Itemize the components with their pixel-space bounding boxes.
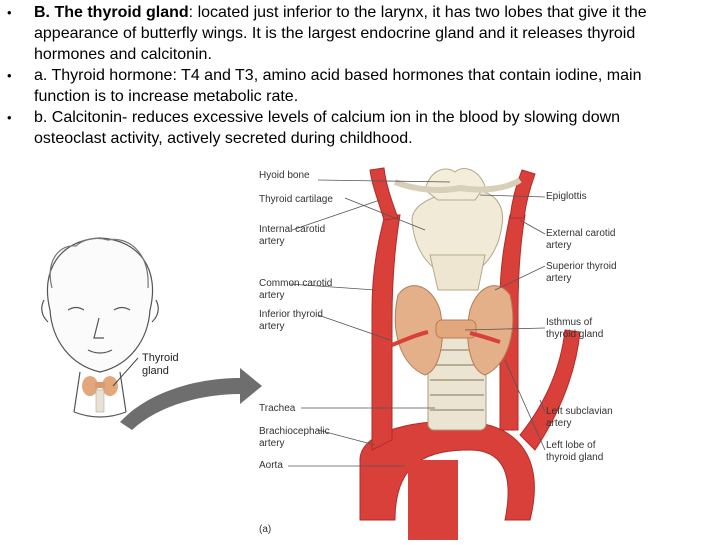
- label-inferior-thyroid-artery: Inferior thyroid artery: [259, 309, 323, 332]
- bullet-list: • B. The thyroid gland: located just inf…: [0, 2, 720, 149]
- label-left-lobe-of-thyroid-gland: Left lobe of thyroid gland: [546, 440, 604, 463]
- label-hyoid-bone: Hyoid bone: [259, 170, 310, 181]
- anatomy-illustration: [41, 167, 581, 540]
- label-external-carotid-artery: External carotid artery: [546, 228, 616, 251]
- bullet-marker: •: [7, 5, 12, 20]
- bullet-item-calcitonin: • b. Calcitonin- reduces excessive level…: [0, 107, 720, 149]
- bullet-item-thyroid-gland: • B. The thyroid gland: located just inf…: [0, 2, 720, 65]
- label-superior-thyroid-artery: Superior thyroid artery: [546, 261, 617, 284]
- head-label-leader: [112, 357, 139, 387]
- bullet-marker: •: [7, 110, 12, 125]
- label-epiglottis: Epiglottis: [546, 191, 587, 202]
- neck-anatomy: [359, 167, 581, 540]
- label-common-carotid-artery: Common carotid artery: [259, 278, 333, 301]
- label-thyroid-cartilage: Thyroid cartilage: [259, 194, 333, 205]
- label-internal-carotid-artery: Internal carotid artery: [259, 224, 326, 247]
- label-aorta: Aorta: [259, 460, 283, 471]
- label-brachiocephalic-artery: Brachiocephalic artery: [259, 426, 330, 449]
- head-thyroid-mini: [82, 376, 118, 413]
- label-left-subclavian-artery: Left subclavian artery: [546, 406, 613, 429]
- thyroid-anatomy-figure: Hyoid bone Thyroid cartilage Internal ca…: [0, 160, 720, 540]
- bullet-marker: •: [7, 68, 12, 83]
- label-isthmus-of-thyroid-gland: Isthmus of thyroid gland: [546, 317, 604, 340]
- arrow-icon: [120, 368, 262, 430]
- bullet-text: a. Thyroid hormone: T4 and T3, amino aci…: [34, 67, 642, 105]
- bullet-text: b. Calcitonin- reduces excessive levels …: [34, 109, 621, 147]
- label-trachea: Trachea: [259, 403, 296, 414]
- leader-lines: [288, 179, 546, 467]
- label-head-thyroid-gland: Thyroid gland: [142, 352, 179, 377]
- bullet-bold-text: B. The thyroid gland: [34, 4, 189, 21]
- bullet-text: : located just inferior to the larynx, i…: [34, 4, 647, 63]
- bullet-item-thyroid-hormone: • a. Thyroid hormone: T4 and T3, amino a…: [0, 65, 720, 107]
- panel-label: (a): [259, 524, 272, 535]
- head-sketch: [41, 237, 159, 418]
